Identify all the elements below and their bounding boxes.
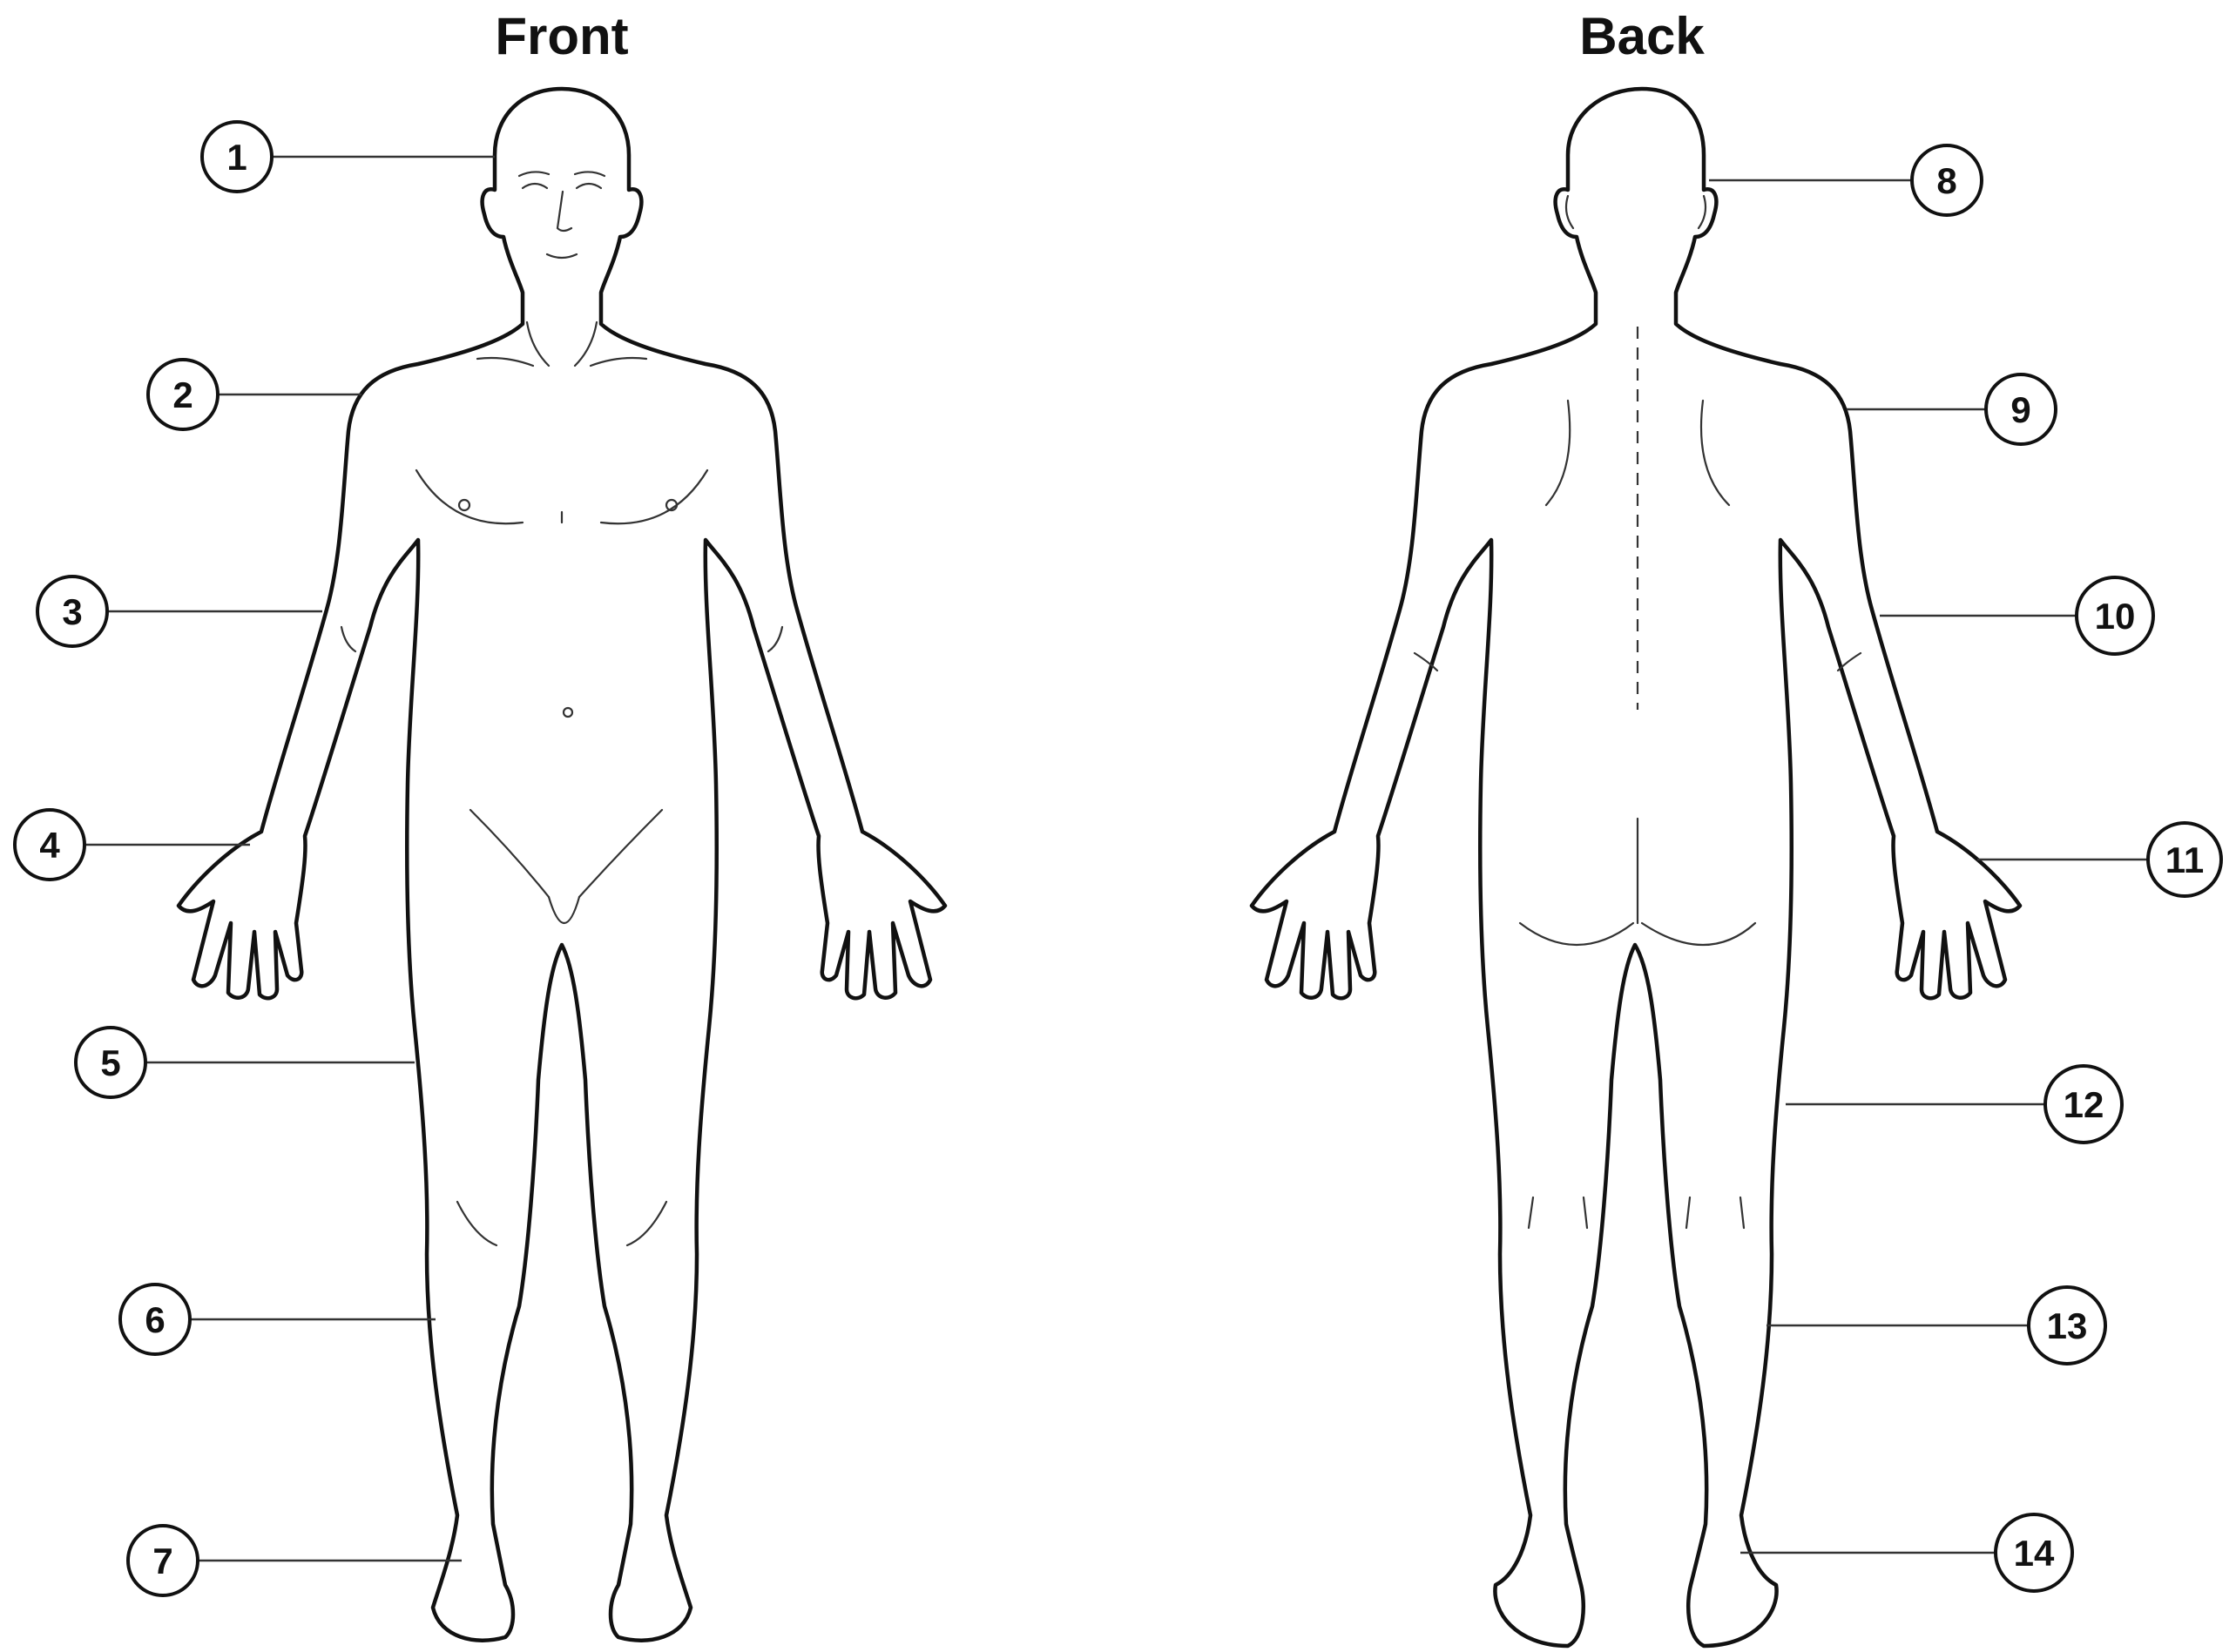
callout-14: 14: [1996, 1514, 2072, 1591]
front-view-title: Front: [495, 7, 628, 65]
callout-13: 13: [2029, 1287, 2105, 1364]
back-figure: [1252, 89, 2020, 1646]
callout-12: 12: [2045, 1066, 2122, 1143]
callout-11: 11: [2148, 823, 2221, 896]
callout-3: 3: [37, 577, 107, 646]
callout-9: 9: [1986, 374, 2056, 444]
back-body-outline: [1252, 89, 2020, 1646]
back-view-title: Back: [1579, 7, 1705, 65]
callout-label-6: 6: [145, 1299, 165, 1340]
callout-label-8: 8: [1936, 160, 1956, 201]
callout-10: 10: [2077, 577, 2153, 654]
callout-label-5: 5: [100, 1042, 120, 1083]
callout-6: 6: [120, 1285, 190, 1354]
callout-label-2: 2: [172, 374, 193, 415]
callout-2: 2: [148, 360, 218, 429]
callout-leaders: [84, 157, 2147, 1561]
callout-1: 1: [202, 122, 272, 192]
front-body-outline: [179, 89, 945, 1641]
callout-label-1: 1: [226, 137, 247, 178]
callout-label-4: 4: [39, 825, 60, 866]
front-figure: [179, 89, 945, 1641]
callout-label-7: 7: [152, 1541, 172, 1581]
callout-label-9: 9: [2010, 389, 2030, 430]
callout-label-12: 12: [2064, 1084, 2104, 1125]
callout-label-10: 10: [2095, 596, 2136, 637]
callout-5: 5: [76, 1028, 145, 1097]
callout-label-11: 11: [2165, 839, 2204, 880]
callout-7: 7: [128, 1526, 198, 1595]
callout-label-3: 3: [62, 591, 82, 632]
callout-4: 4: [15, 810, 84, 880]
callout-label-14: 14: [2014, 1533, 2055, 1574]
callout-label-13: 13: [2047, 1305, 2088, 1346]
callout-8: 8: [1912, 145, 1982, 215]
